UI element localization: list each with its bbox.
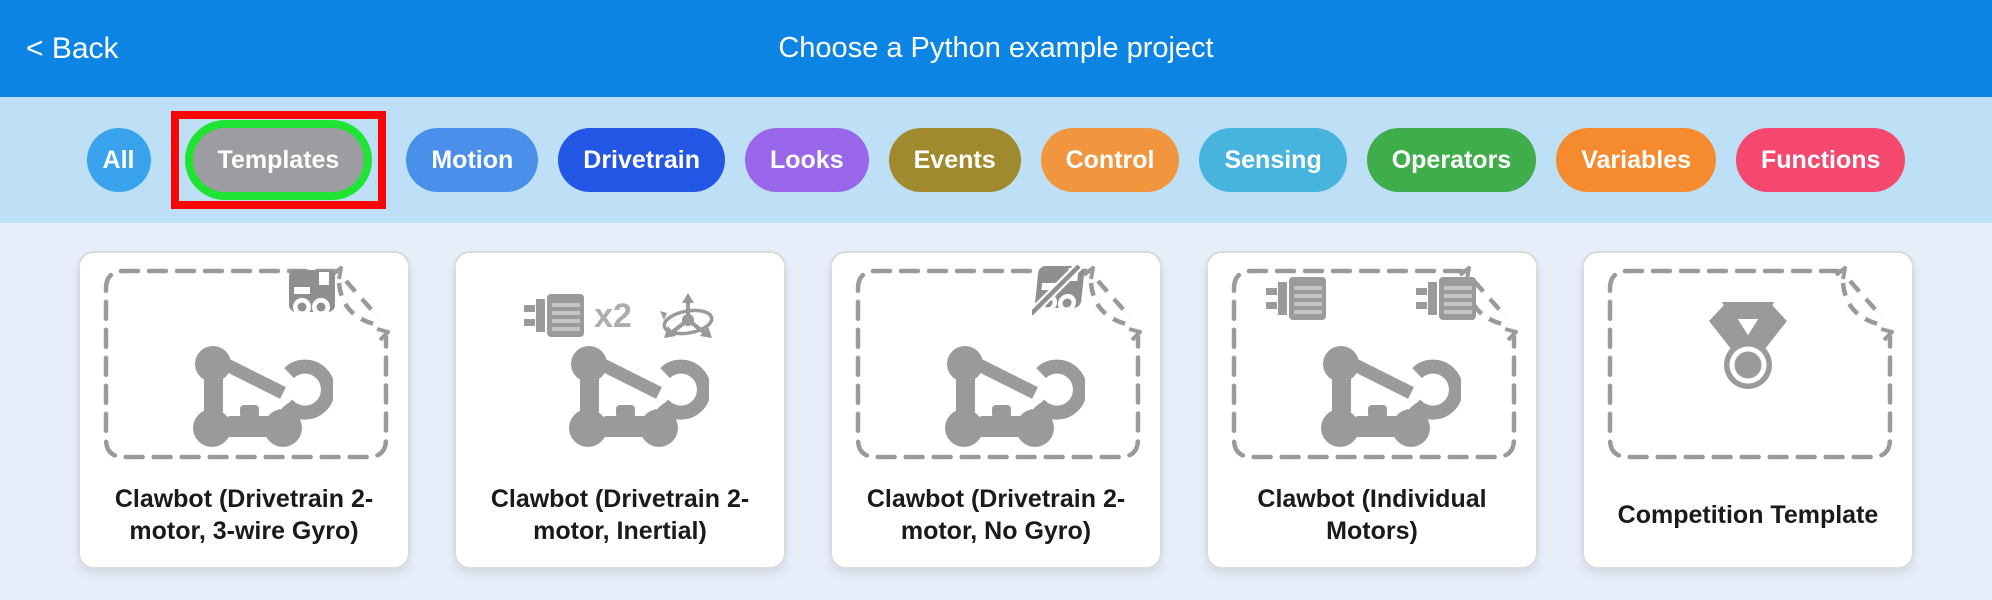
project-card-label: Clawbot (Drivetrain 2-motor, No Gyro) (866, 484, 1126, 546)
motor-count-label: x2 (594, 297, 632, 335)
project-card-label: Clawbot (Individual Motors) (1257, 484, 1487, 546)
clawbot-icon (559, 337, 709, 449)
clawbot-icon (183, 337, 333, 449)
filter-looks[interactable]: Looks (744, 128, 869, 192)
no-gyro-sensor-icon (1032, 265, 1088, 317)
filter-motion[interactable]: Motion (406, 128, 539, 192)
filter-control[interactable]: Control (1040, 128, 1180, 192)
project-card-label: Competition Template (1617, 500, 1879, 529)
filter-functions[interactable]: Functions (1736, 128, 1906, 192)
badge-row: x2 (456, 289, 784, 343)
badge-row (1266, 277, 1478, 321)
medal-icon (1693, 291, 1803, 395)
project-card-clawbot-inertial[interactable]: x2 Clawbot (Drivetrain 2-motor, Inertial… (454, 251, 786, 569)
inertial-sensor-icon (657, 291, 716, 340)
filter-variables[interactable]: Variables (1556, 128, 1717, 192)
clawbot-icon (935, 337, 1085, 449)
annotation-highlight-box: Templates (170, 111, 387, 209)
motor-icon (524, 294, 585, 337)
gyro-sensor-icon (289, 270, 335, 316)
clawbot-icon (1311, 337, 1461, 449)
project-card-grid: Clawbot (Drivetrain 2-motor, 3-wire Gyro… (0, 223, 1992, 600)
motor-icon (1266, 277, 1326, 320)
filter-templates[interactable]: Templates (192, 128, 365, 192)
project-card-competition-template[interactable]: Competition Template (1582, 251, 1914, 569)
project-card-clawbot-no-gyro[interactable]: Clawbot (Drivetrain 2-motor, No Gyro) (830, 251, 1162, 569)
filter-sensing[interactable]: Sensing (1199, 128, 1347, 192)
filter-events[interactable]: Events (888, 128, 1021, 192)
project-card-label: Clawbot (Drivetrain 2-motor, Inertial) (490, 484, 750, 546)
project-card-clawbot-3wire-gyro[interactable]: Clawbot (Drivetrain 2-motor, 3-wire Gyro… (78, 251, 410, 569)
project-card-label: Clawbot (Drivetrain 2-motor, 3-wire Gyro… (114, 484, 374, 546)
motor-icon (1416, 277, 1476, 320)
header: < Back Choose a Python example project (0, 0, 1992, 97)
filter-drivetrain[interactable]: Drivetrain (558, 128, 725, 192)
filter-band: All Templates Motion Drivetrain Looks Ev… (0, 97, 1992, 223)
page-title: Choose a Python example project (778, 32, 1214, 64)
back-button[interactable]: < Back (20, 0, 125, 97)
filter-operators[interactable]: Operators (1366, 128, 1537, 192)
project-card-clawbot-individual-motors[interactable]: Clawbot (Individual Motors) (1206, 251, 1538, 569)
filter-all[interactable]: All (86, 128, 151, 192)
